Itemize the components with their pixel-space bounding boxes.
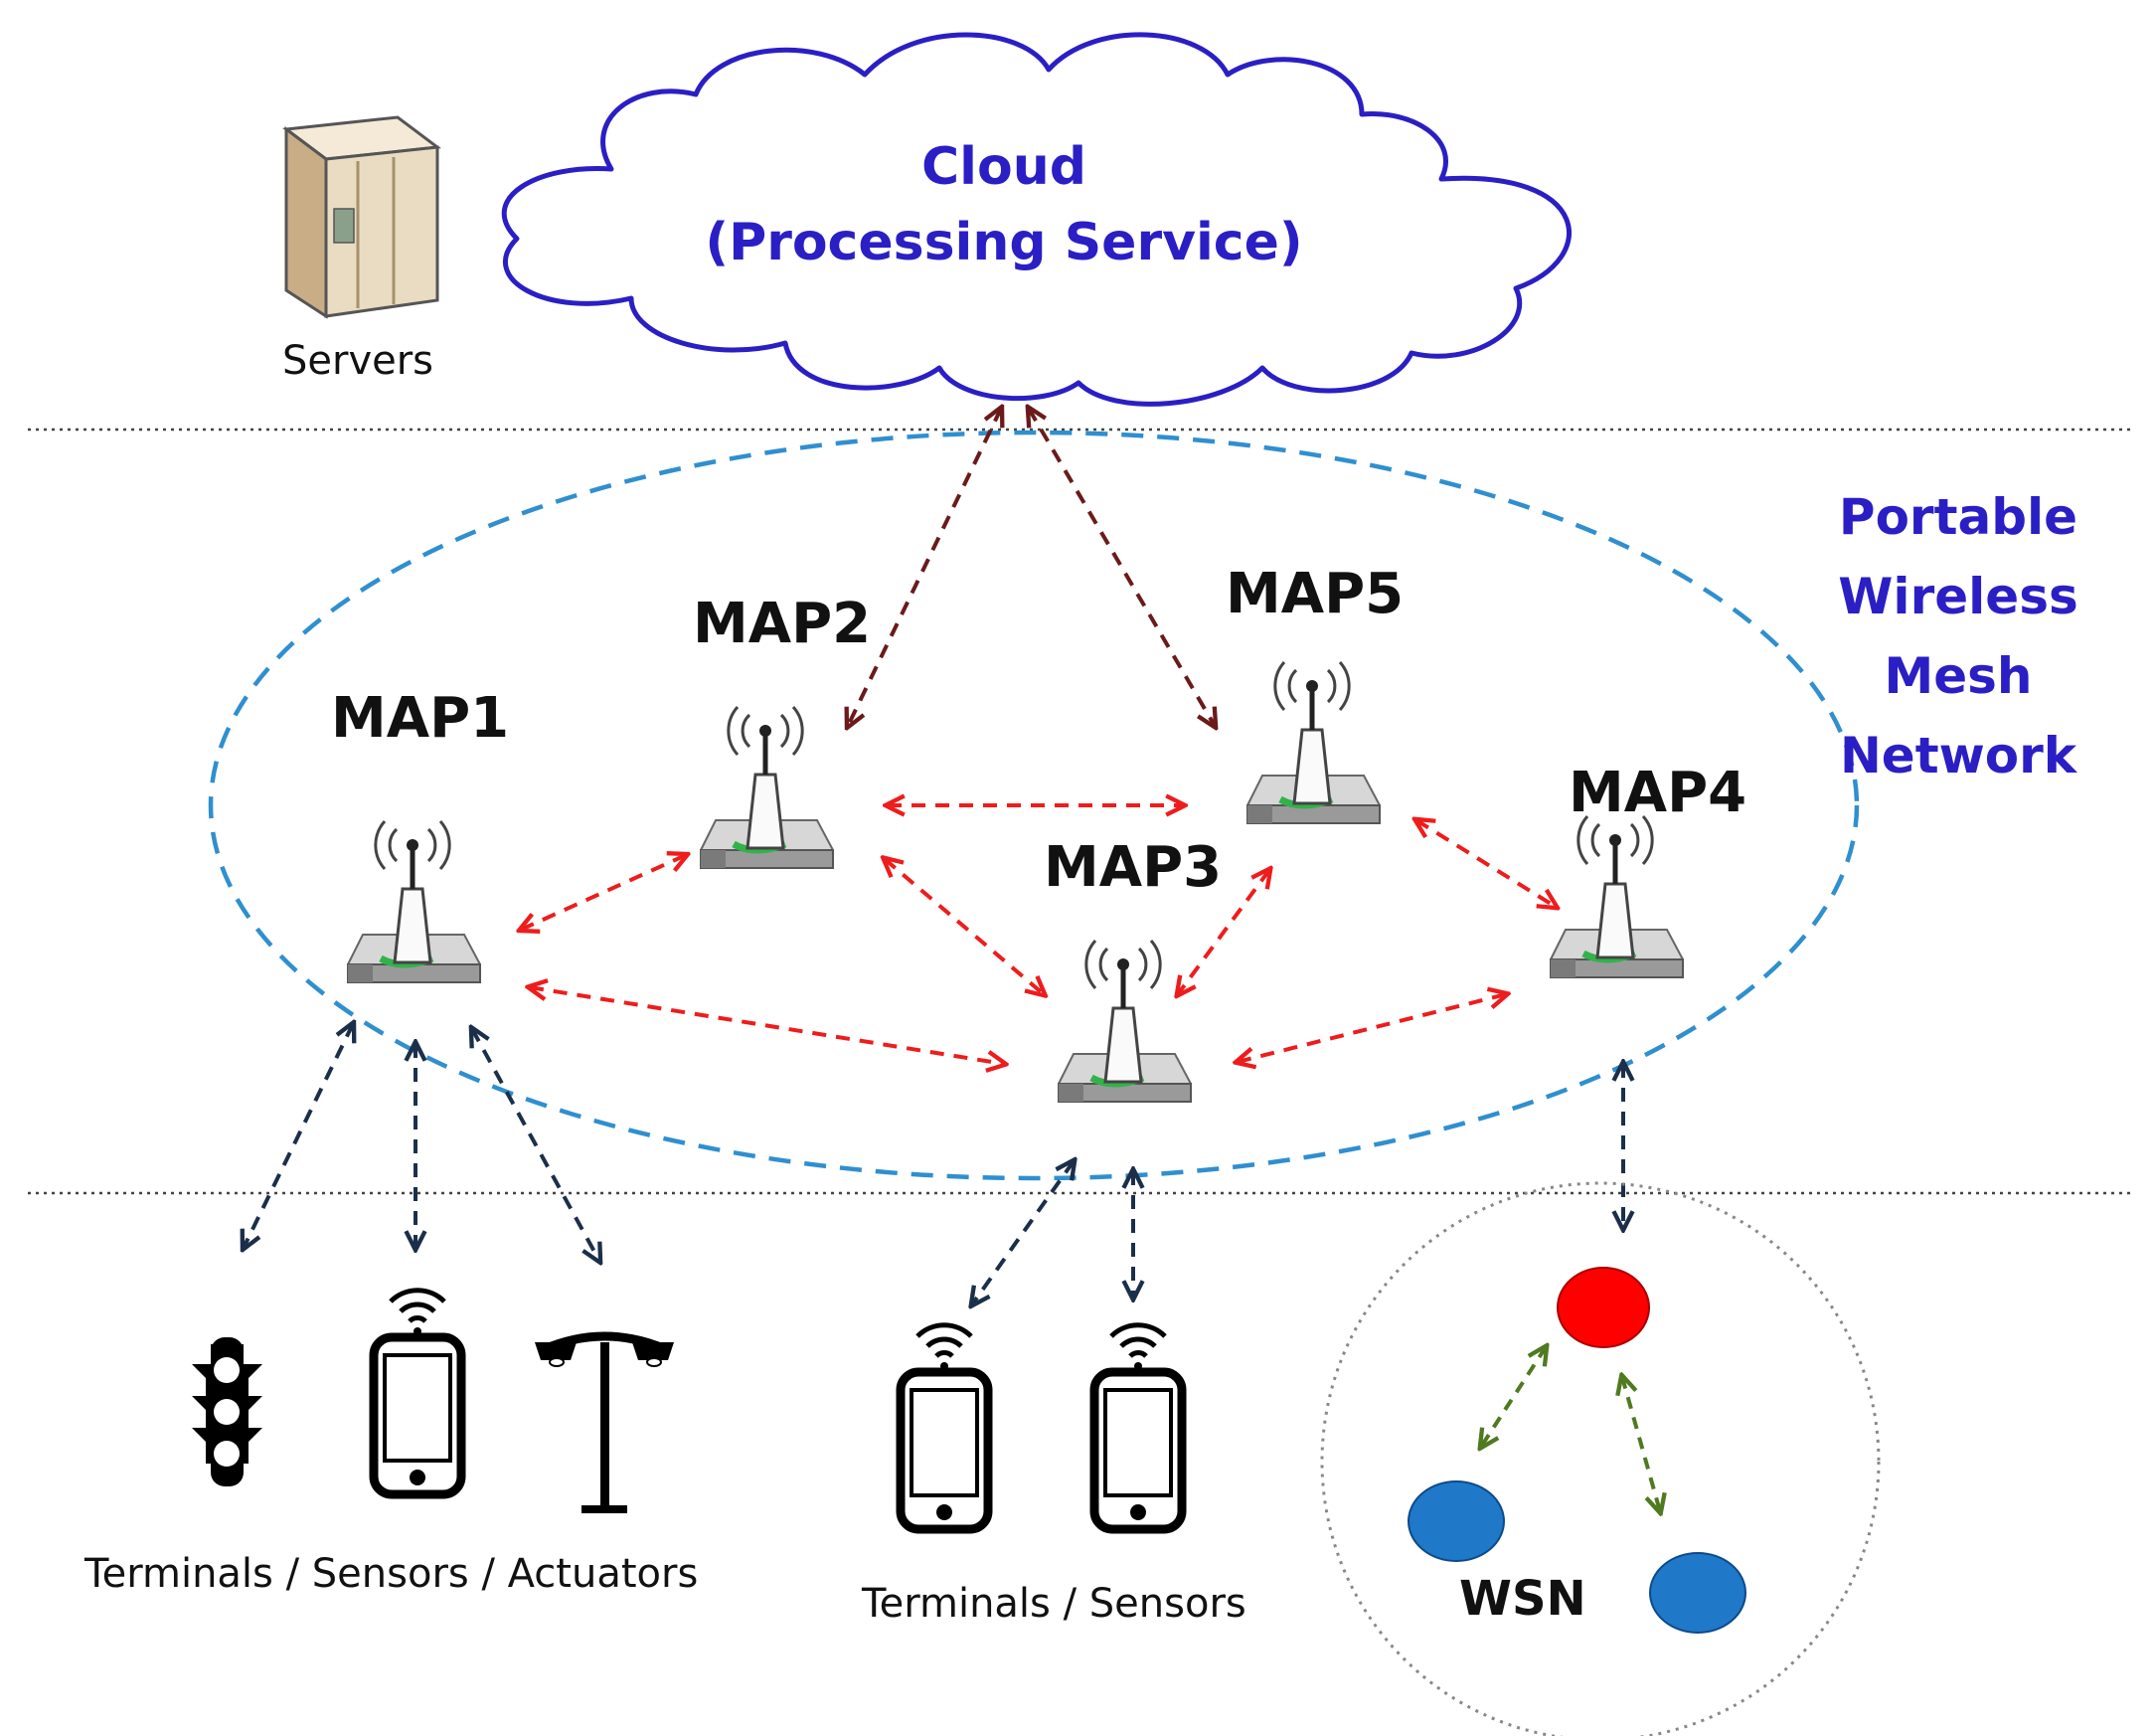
wsn-label: WSN: [1459, 1571, 1586, 1627]
wsn-sensor-node: [1408, 1480, 1505, 1562]
cloud-shape: [501, 32, 1572, 407]
map5-access-point-icon: [1247, 662, 1380, 823]
group1-caption: Terminals / Sensors / Actuators: [84, 1551, 699, 1597]
network-label-line: Portable: [1838, 488, 2078, 546]
terminal-links: [244, 1024, 1623, 1304]
map2-access-point-icon: [701, 707, 833, 868]
wsn-links: [1481, 1347, 1660, 1511]
map4-label: MAP4: [1569, 761, 1747, 825]
wsn-boundary: [1320, 1181, 1881, 1736]
map3-label: MAP3: [1044, 835, 1223, 900]
cloud-subtitle: (Processing Service): [705, 213, 1303, 272]
street-lamp-icon: [535, 1331, 674, 1513]
smartphone-icon: [374, 1291, 461, 1494]
cloud-title: Cloud: [921, 137, 1086, 197]
map2-label: MAP2: [693, 592, 872, 656]
map1-label: MAP1: [331, 686, 510, 751]
network-label-line: Mesh: [1884, 647, 2033, 705]
wsn-sink-node: [1557, 1267, 1650, 1348]
network-label-line: Wireless: [1838, 568, 2078, 625]
network-label: Portable Wireless Mesh Network: [1809, 477, 2107, 795]
smartphone-icon: [1094, 1325, 1182, 1529]
servers-label: Servers: [282, 338, 434, 384]
server-icon: [282, 115, 441, 319]
map5-label: MAP5: [1226, 562, 1405, 626]
map1-access-point-icon: [348, 821, 480, 982]
smartphone-icon: [901, 1325, 988, 1529]
wsn-sensor-node: [1649, 1552, 1746, 1634]
network-label-line: Network: [1839, 727, 2077, 784]
group2-caption: Terminals / Sensors: [862, 1581, 1246, 1627]
cloud-links: [848, 409, 1215, 726]
traffic-light-icon: [192, 1337, 262, 1486]
map3-access-point-icon: [1059, 941, 1191, 1102]
map4-access-point-icon: [1551, 816, 1683, 977]
mesh-links: [521, 805, 1556, 1064]
